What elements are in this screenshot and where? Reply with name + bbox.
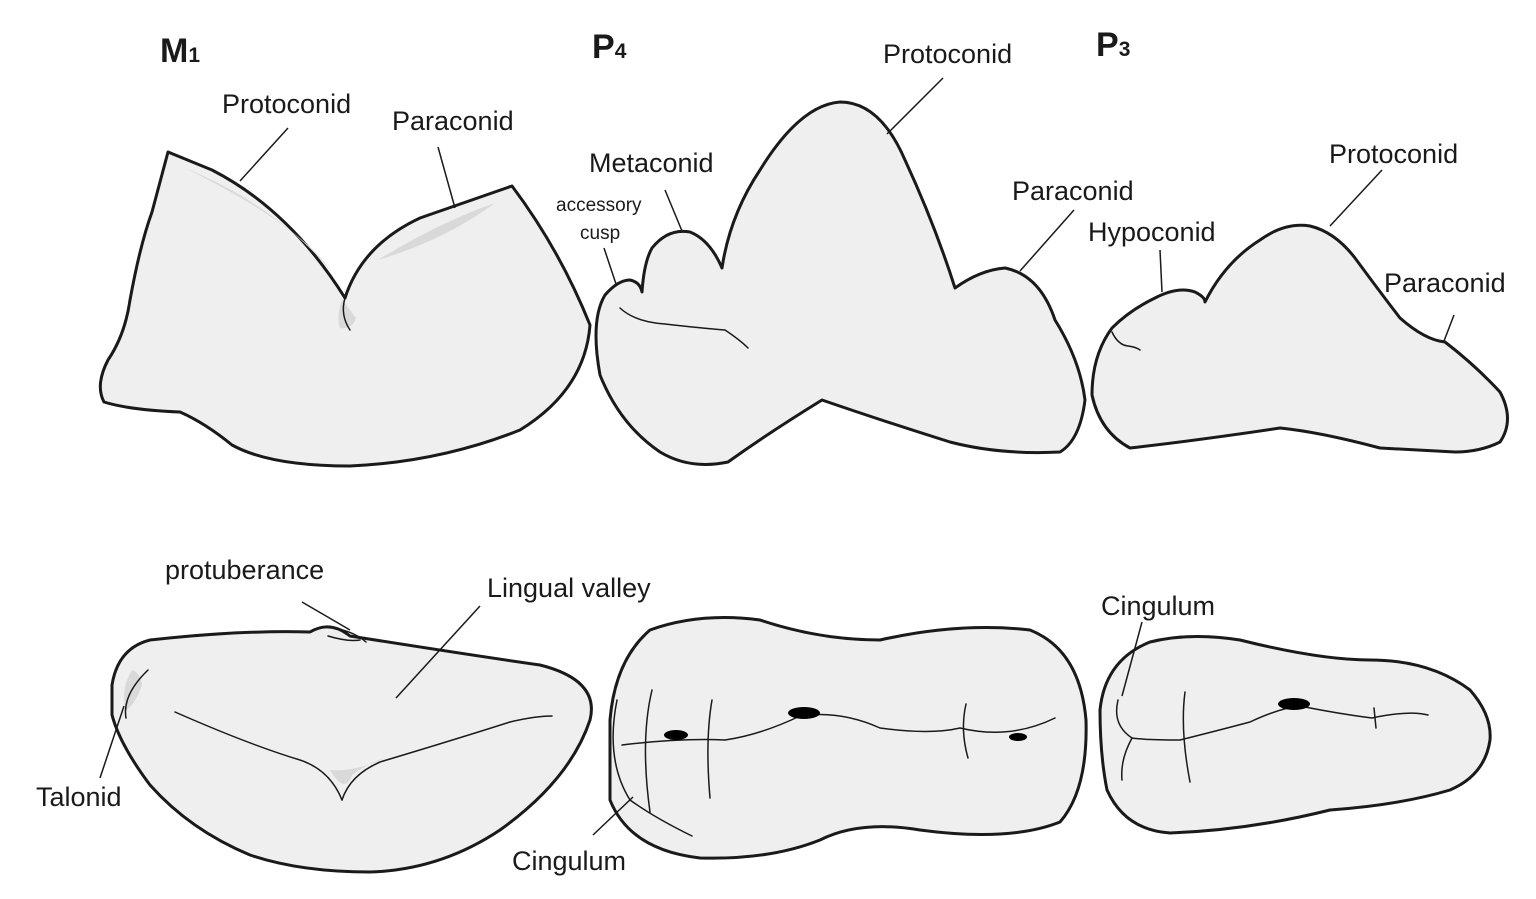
leader-p3-hypoconid: [1159, 249, 1163, 293]
p4-lateral-view: [594, 100, 1087, 466]
leader-p3-protoconid: [1329, 169, 1383, 227]
label-m1-paraconid: Paraconid: [392, 106, 514, 136]
label-p3-hypoconid: Hypoconid: [1088, 217, 1216, 247]
label-p4-accessory-line1: accessory: [556, 195, 642, 216]
label-m1-protoconid: Protoconid: [222, 89, 351, 119]
label-protuberance: protuberance: [165, 555, 324, 585]
p4-title-index: 4: [615, 40, 627, 63]
label-p4-metaconid: Metaconid: [589, 148, 714, 178]
label-p3-protoconid: Protoconid: [1329, 139, 1458, 169]
leader-lines: [99, 77, 1455, 836]
p3-title-letter: P: [1096, 26, 1119, 64]
m1-occlusal-view: [110, 625, 593, 874]
leader-lingual-valley: [395, 605, 481, 699]
label-cingulum-p3: Cingulum: [1101, 591, 1215, 621]
label-cingulum-p4: Cingulum: [512, 846, 626, 876]
m1-title: M1: [160, 32, 200, 70]
p4-title: P4: [592, 28, 627, 66]
leader-cingulum-p3: [1121, 621, 1143, 697]
leader-talonid: [99, 705, 125, 779]
p4-occlusal-view: [608, 616, 1088, 860]
p3-title: P3: [1096, 26, 1130, 64]
label-p3-paraconid: Paraconid: [1384, 268, 1506, 298]
label-talonid: Talonid: [36, 782, 122, 812]
leader-p4-paraconid: [1019, 209, 1075, 272]
leader-m1-paraconid: [437, 146, 456, 209]
leader-cingulum-p4: [592, 796, 634, 836]
m1-lateral-view: [98, 150, 592, 468]
p3-occlusal-view: [1098, 634, 1492, 835]
leader-m1-protoconid: [239, 127, 289, 182]
leader-p4-accessory: [603, 247, 617, 285]
label-lingual-valley: Lingual valley: [487, 573, 651, 603]
label-p4-accessory-line2: cusp: [580, 223, 620, 244]
leader-p4-metaconid: [664, 189, 683, 232]
p4-title-letter: P: [592, 28, 615, 66]
m1-title-index: 1: [188, 44, 200, 67]
leader-p3-paraconid: [1443, 314, 1455, 342]
leader-p4-protoconid: [886, 77, 944, 135]
p3-title-index: 3: [1119, 38, 1131, 61]
label-p4-protoconid: Protoconid: [883, 39, 1012, 69]
p3-lateral-view: [1090, 223, 1509, 454]
leader-protuberance: [301, 601, 351, 631]
m1-title-letter: M: [160, 32, 188, 70]
label-p4-paraconid: Paraconid: [1012, 176, 1134, 206]
